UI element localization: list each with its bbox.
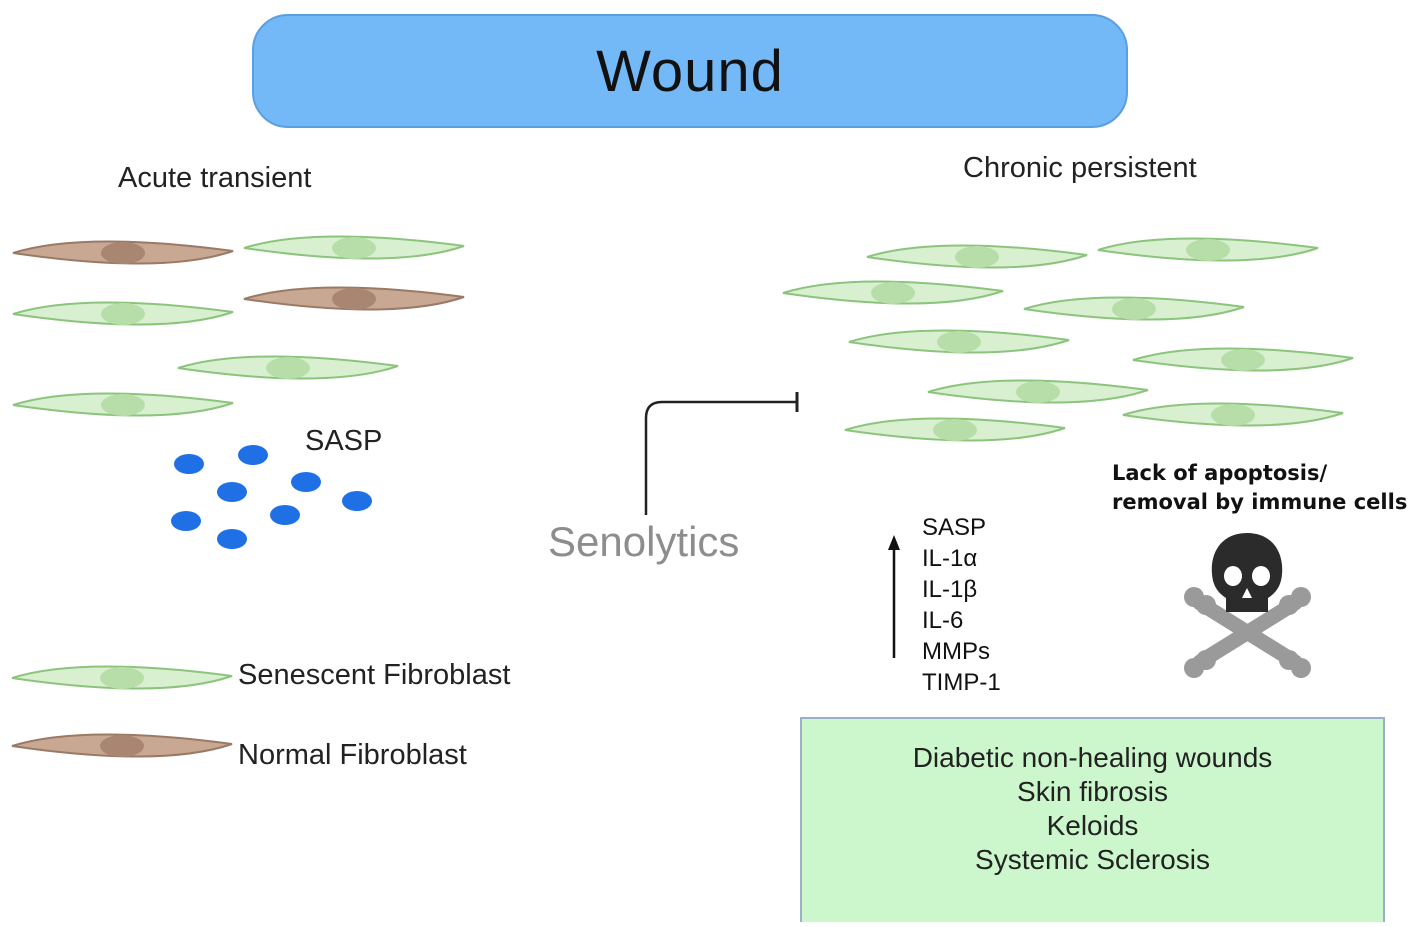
title-banner: Wound xyxy=(252,14,1128,128)
skull-crossbones-icon xyxy=(1184,533,1311,678)
senescent-fibroblast-cell xyxy=(927,379,1149,404)
normal-fibroblast-cell xyxy=(243,286,465,311)
sasp-label: SASP xyxy=(305,425,383,457)
normal-fibroblast-cell xyxy=(12,240,234,265)
title-text: Wound xyxy=(596,38,784,104)
lack-line: Lack of apoptosis/ xyxy=(1112,461,1328,485)
senescent-fibroblast-cell xyxy=(848,329,1070,354)
legend-senescent-label: Senescent Fibroblast xyxy=(238,659,511,691)
chronic-persistent-heading: Chronic persistent xyxy=(963,152,1197,184)
senescent-fibroblast-cell xyxy=(1132,347,1354,372)
lack-of-apoptosis-note: Lack of apoptosis/ removal by immune cel… xyxy=(1112,459,1407,517)
acute-transient-heading: Acute transient xyxy=(118,162,312,194)
outcome-item: Diabetic non-healing wounds xyxy=(912,742,1273,773)
arrow-head xyxy=(888,535,900,550)
senescent-fibroblast-cell xyxy=(243,235,465,260)
marker-item: IL-1β xyxy=(922,576,978,603)
senescent-fibroblast-cell xyxy=(1122,402,1344,427)
legend-senescent-cell xyxy=(11,665,233,690)
senescent-fibroblast-cell xyxy=(844,417,1066,442)
outcome-item: Skin fibrosis xyxy=(1017,776,1168,807)
marker-item: TIMP-1 xyxy=(922,669,1001,696)
senolytics-label: Senolytics xyxy=(548,518,740,565)
outcome-item: Keloids xyxy=(1046,810,1139,841)
marker-item: IL-1α xyxy=(922,545,978,572)
marker-item: SASP xyxy=(922,514,987,541)
marker-list: SASP IL-1α IL-1β IL-6 MMPs TIMP-1 xyxy=(922,512,1001,698)
legend-normal-cell xyxy=(11,733,233,758)
outcome-item: Systemic Sclerosis xyxy=(975,844,1210,875)
legend-normal-label: Normal Fibroblast xyxy=(238,739,467,771)
senescent-fibroblast-cell xyxy=(12,392,234,417)
lack-line: removal by immune cells xyxy=(1112,490,1408,514)
senescent-fibroblast-cell xyxy=(177,355,399,380)
senescent-fibroblast-cell xyxy=(866,244,1088,269)
marker-item: IL-6 xyxy=(922,607,964,634)
senescent-fibroblast-cell xyxy=(782,280,1004,305)
senescent-fibroblast-cell xyxy=(1023,296,1245,321)
senescent-fibroblast-cell xyxy=(12,301,234,326)
sasp-dots xyxy=(171,445,372,549)
outcomes-box: Diabetic non-healing wounds Skin fibrosi… xyxy=(800,717,1385,922)
marker-item: MMPs xyxy=(922,638,990,665)
senescent-fibroblast-cell xyxy=(1097,237,1319,262)
inhibition-line xyxy=(644,400,797,515)
